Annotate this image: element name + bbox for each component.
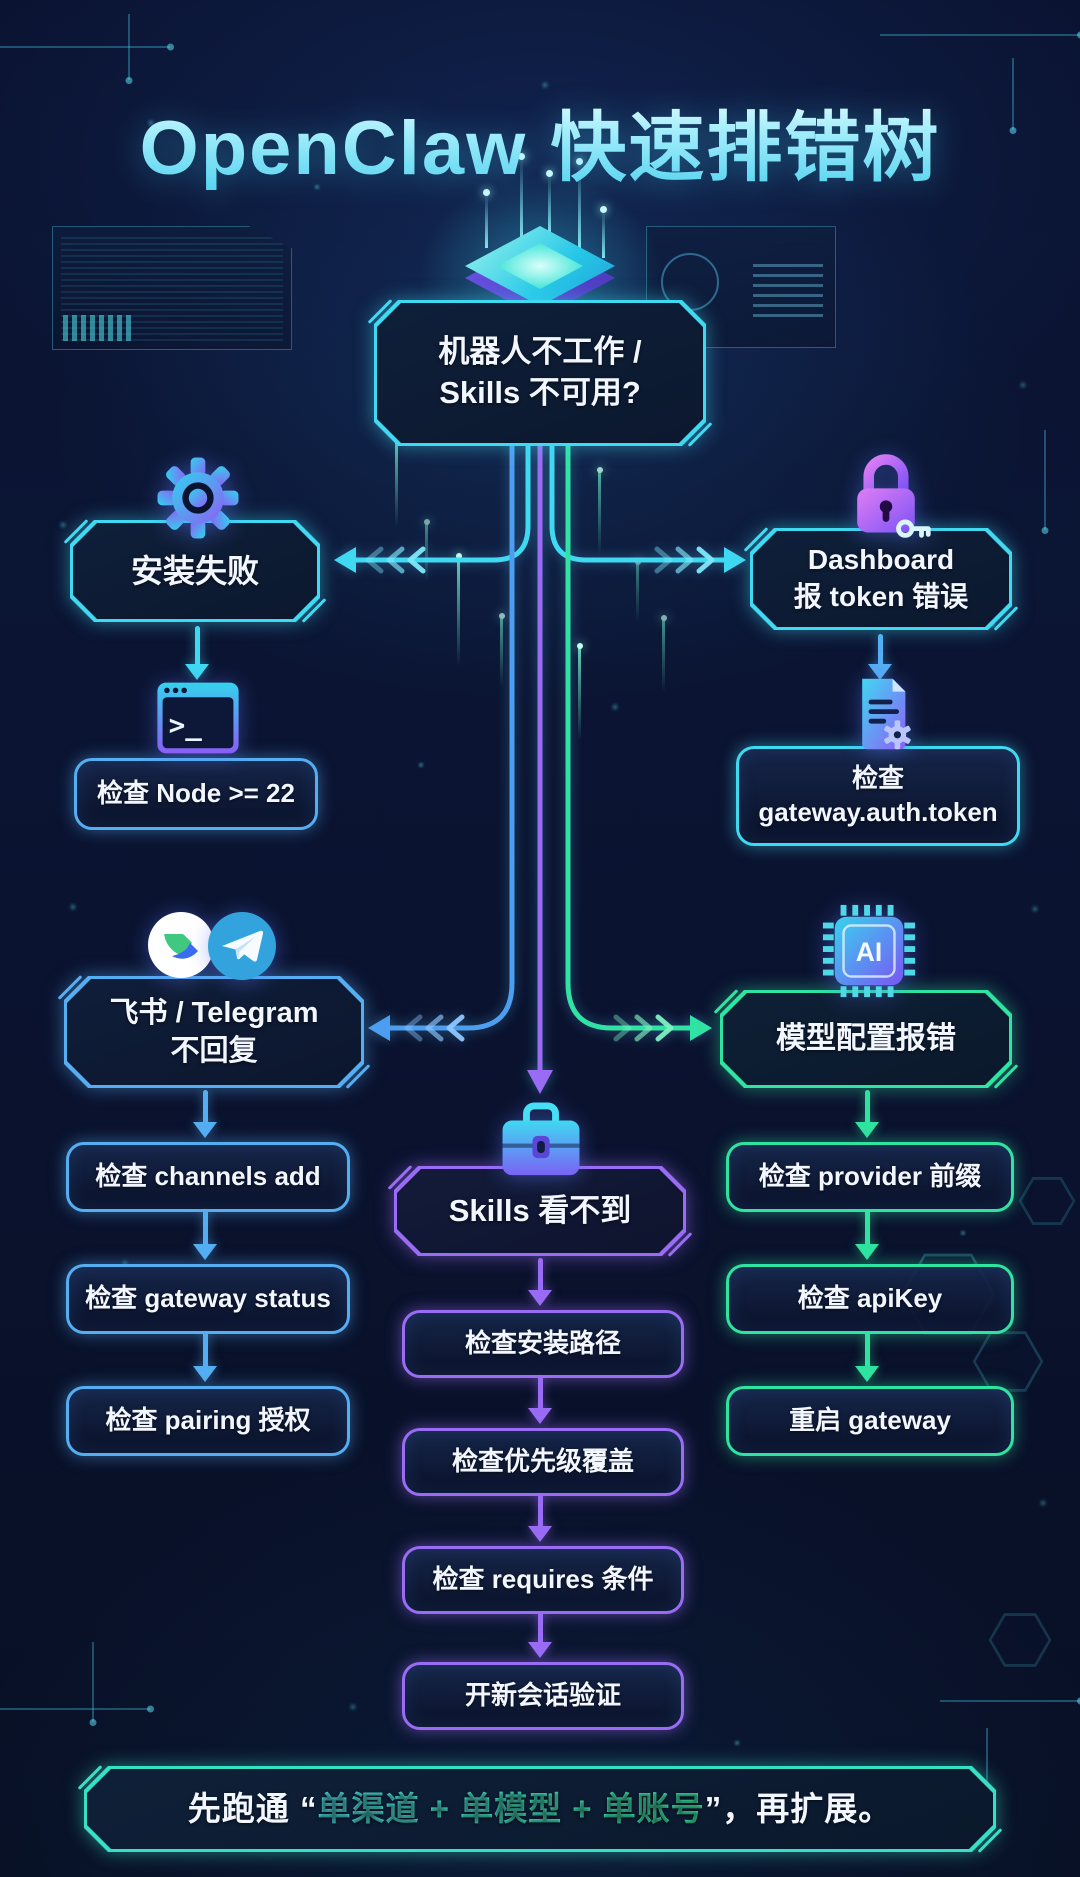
check-label: 检查 apiKey — [797, 1283, 943, 1314]
circuit-trace — [92, 1642, 94, 1722]
node-install-failed: 安装失败 — [63, 519, 327, 623]
node-skills-not-visible: Skills 看不到 — [387, 1165, 693, 1257]
terminal-window-icon: >_ — [154, 680, 242, 756]
footer-highlight: 单渠道 + 单模型 + 单账号 — [317, 1787, 704, 1831]
svg-text:>_: >_ — [169, 708, 203, 741]
check-label: 检查 pairing 授权 — [105, 1405, 311, 1436]
light-streak — [576, 643, 583, 741]
ai-chip-icon: AI — [820, 902, 918, 1000]
check-new-session: 开新会话验证 — [402, 1662, 684, 1730]
check-gateway-status: 检查 gateway status — [66, 1264, 350, 1334]
feishu-icon — [146, 910, 216, 980]
check-pairing-auth: 检查 pairing 授权 — [66, 1386, 350, 1456]
glow-dots — [0, 0, 2, 2]
arrow-down — [854, 1090, 880, 1138]
arrow-down — [527, 1258, 553, 1306]
arrow-down — [527, 1492, 553, 1542]
model-label: 模型配置报错 — [776, 1022, 956, 1056]
dashboard-line1: Dashboard — [807, 544, 955, 576]
check-channels-add: 检查 channels add — [66, 1142, 350, 1212]
skills-label: Skills 看不到 — [448, 1192, 632, 1228]
gear-icon — [152, 452, 244, 544]
node-root-problem: 机器人不工作 / Skills 不可用? — [367, 299, 713, 447]
hud-panel-right — [646, 226, 836, 348]
light-streak — [596, 467, 603, 555]
check-requires-condition: 检查 requires 条件 — [402, 1546, 684, 1614]
arrow-down — [184, 626, 210, 680]
arrow-down — [192, 1090, 218, 1138]
light-beam — [546, 170, 553, 236]
light-beam — [576, 158, 583, 250]
document-gear-icon — [842, 674, 924, 754]
check-label: 检查安装路径 — [464, 1328, 621, 1359]
arrow-down — [867, 634, 893, 680]
arrow-down — [527, 1610, 553, 1658]
check-label: 检查 Node >= 22 — [97, 778, 295, 809]
node-model-config-error: 模型配置报错 — [713, 989, 1019, 1089]
check-label: 检查 requires 条件 — [432, 1564, 654, 1595]
arrow-down — [527, 1374, 553, 1424]
light-beam — [483, 189, 490, 248]
hexagon-decoration — [988, 1612, 1052, 1668]
check-label: 检查优先级覆盖 — [451, 1446, 634, 1477]
light-streak — [423, 519, 430, 582]
check-priority-override: 检查优先级覆盖 — [402, 1428, 684, 1496]
check-label: 检查 gateway status — [85, 1283, 331, 1314]
circuit-trace — [1012, 58, 1014, 130]
light-beam — [600, 206, 607, 258]
svg-text:AI: AI — [856, 937, 882, 967]
hud-panel-left — [52, 226, 292, 350]
circuit-trace — [986, 1728, 988, 1788]
check-label: gateway.auth.token — [758, 797, 998, 827]
circuit-trace — [0, 46, 170, 48]
check-install-path: 检查安装路径 — [402, 1310, 684, 1378]
root-line2: Skills 不可用? — [439, 375, 641, 410]
im-line2: 不回复 — [170, 1035, 258, 1067]
root-line1: 机器人不工作 / — [438, 334, 642, 370]
check-label: 开新会话验证 — [464, 1680, 621, 1711]
light-streak — [498, 613, 505, 686]
check-label: 检查 — [851, 763, 904, 794]
node-im-no-reply: 飞书 / Telegram 不回复 — [57, 975, 371, 1089]
arrow-down — [854, 1330, 880, 1382]
page-title: OpenClaw 快速排错树 — [0, 86, 1080, 196]
telegram-icon — [206, 910, 278, 982]
footer-banner: 先跑通 “单渠道 + 单模型 + 单账号”，再扩展。 — [77, 1765, 1003, 1853]
check-apikey: 检查 apiKey — [726, 1264, 1014, 1334]
connector-lines — [334, 440, 746, 1094]
arrow-down — [192, 1208, 218, 1260]
circuit-trace — [128, 14, 130, 80]
arrow-down — [854, 1208, 880, 1260]
dashboard-line2: 报 token 错误 — [793, 581, 969, 612]
footer-prefix: 先跑通 “ — [187, 1790, 318, 1828]
arrow-down — [192, 1330, 218, 1382]
circuit-trace — [940, 1700, 1080, 1702]
light-streak — [660, 615, 667, 693]
light-streak — [455, 553, 462, 666]
check-restart-gateway: 重启 gateway — [726, 1386, 1014, 1456]
check-label: 重启 gateway — [789, 1405, 951, 1436]
light-beam — [518, 153, 525, 242]
lock-key-icon — [838, 448, 934, 544]
im-line1: 飞书 / Telegram — [109, 996, 319, 1029]
footer-suffix: ”，再扩展。 — [704, 1790, 893, 1828]
check-label: 检查 provider 前缀 — [758, 1161, 982, 1192]
briefcase-icon — [494, 1098, 588, 1184]
check-gateway-auth-token: 检查 gateway.auth.token — [736, 746, 1020, 846]
check-node-version: 检查 Node >= 22 — [74, 758, 318, 830]
circuit-trace — [880, 34, 1080, 36]
check-provider-prefix: 检查 provider 前缀 — [726, 1142, 1014, 1212]
node-dashboard-token-error: Dashboard 报 token 错误 — [743, 527, 1019, 631]
install-label: 安装失败 — [130, 552, 259, 589]
hexagon-decoration — [1018, 1176, 1076, 1226]
hexagon-decoration — [972, 1330, 1044, 1393]
check-label: 检查 channels add — [95, 1161, 321, 1192]
circuit-trace — [1044, 430, 1046, 530]
circuit-trace — [0, 1708, 150, 1710]
